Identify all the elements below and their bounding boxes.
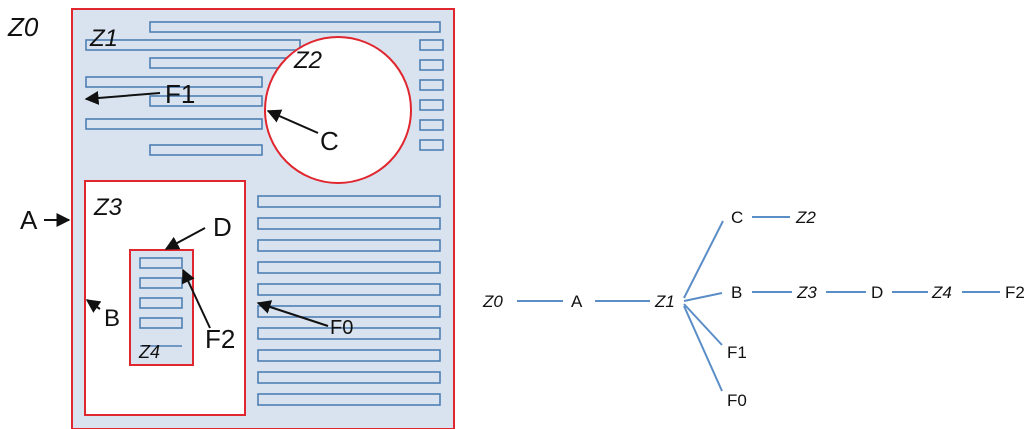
tree-node-f2: F2 — [1005, 283, 1025, 302]
f2-pointer-arrow — [181, 268, 211, 329]
channel-lower — [257, 349, 441, 362]
serpentine-channels — [85, 21, 444, 406]
channel-lower — [257, 393, 441, 406]
zone-z4-label: Z4 — [138, 342, 160, 362]
channel-lower — [257, 283, 441, 296]
zone-tree-diagram: Z0 A Z1 C Z2 B Z3 D Z4 F2 F1 F0 — [482, 208, 1025, 410]
edge-z1-f1 — [683, 303, 723, 346]
channel-upper — [85, 118, 263, 130]
channel-lower — [257, 239, 441, 252]
channel-right-short — [419, 139, 444, 151]
channel-z4 — [139, 297, 183, 309]
channel-lower — [257, 371, 441, 384]
d-pointer-label: D — [213, 212, 232, 242]
b-pointer-label: B — [104, 305, 120, 332]
tree-node-z4: Z4 — [931, 283, 952, 302]
channel-upper — [85, 76, 263, 88]
channel-upper — [149, 95, 263, 107]
d-pointer-arrow — [164, 227, 206, 250]
channel-lower — [257, 195, 441, 208]
channel-upper — [149, 144, 263, 156]
tree-node-a: A — [571, 292, 583, 311]
zone-z3-label: Z3 — [93, 194, 123, 221]
zone-z1-label: Z1 — [89, 25, 118, 52]
channel-lower — [257, 217, 441, 230]
f1-pointer-label: F1 — [165, 79, 195, 109]
tree-node-b: B — [731, 283, 742, 302]
edge-z1-b — [683, 292, 723, 302]
f1-pointer-arrow — [84, 91, 161, 105]
tree-node-z2: Z2 — [795, 208, 816, 227]
channel-z4 — [139, 317, 183, 329]
edge-z1-f0 — [683, 305, 723, 392]
channel-upper — [85, 39, 301, 51]
channel-right-short — [419, 99, 444, 111]
channel-lower — [257, 261, 441, 274]
tree-node-z3: Z3 — [796, 283, 817, 302]
channel-right-short — [419, 119, 444, 131]
f2-pointer-label: F2 — [205, 324, 235, 354]
channel-right-short — [419, 59, 444, 71]
zone-z0-label: Z0 — [7, 12, 39, 42]
tree-node-z0: Z0 — [482, 292, 503, 311]
f0-pointer-label: F0 — [330, 317, 353, 339]
channel-right-short — [419, 79, 444, 91]
edge-z1-c — [683, 220, 724, 299]
tree-node-c: C — [731, 208, 743, 227]
zone-z2-region — [264, 36, 412, 184]
channel-lower — [257, 327, 441, 340]
a-pointer-label: A — [20, 205, 38, 235]
zone-z2-label: Z2 — [293, 47, 322, 74]
tree-node-z1: Z1 — [654, 292, 675, 311]
channel-z4 — [139, 257, 183, 269]
f0-pointer-arrow — [256, 300, 329, 327]
c-pointer-arrow — [266, 109, 319, 134]
zone-layout-diagram: Z0 Z1 Z2 Z3 Z4 F1 C A D — [7, 8, 455, 429]
tree-node-f1: F1 — [727, 343, 747, 362]
channel-right-short — [419, 39, 444, 51]
c-pointer-label: C — [320, 126, 339, 156]
tree-node-f0: F0 — [727, 391, 747, 410]
channel-upper — [149, 21, 441, 33]
tree-node-d: D — [871, 283, 883, 302]
b-pointer-arrow — [85, 299, 102, 313]
